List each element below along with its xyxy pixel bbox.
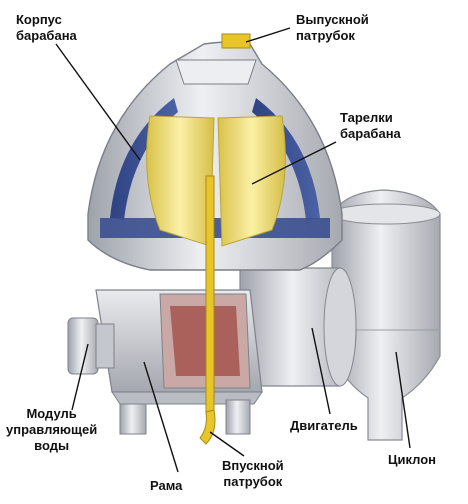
leader-inlet — [210, 432, 244, 456]
label-inlet: Впускной патрубок — [222, 458, 284, 490]
label-motor: Двигатель — [290, 418, 358, 434]
frame-shape — [96, 290, 262, 434]
label-cyclone: Циклон — [388, 452, 436, 468]
label-bowl-body: Корпус барабана — [16, 12, 77, 44]
label-outlet: Выпускной патрубок — [296, 12, 369, 44]
leader-bowl-body — [56, 44, 140, 160]
bowl-body-shape — [88, 42, 342, 270]
label-frame: Рама — [150, 478, 182, 494]
control-module-shape — [68, 318, 114, 374]
outlet-shape — [222, 34, 250, 48]
label-control-module: Модуль управляющей воды — [6, 406, 97, 454]
leader-outlet — [246, 28, 290, 42]
label-bowl-discs: Тарелки барабана — [340, 110, 401, 142]
